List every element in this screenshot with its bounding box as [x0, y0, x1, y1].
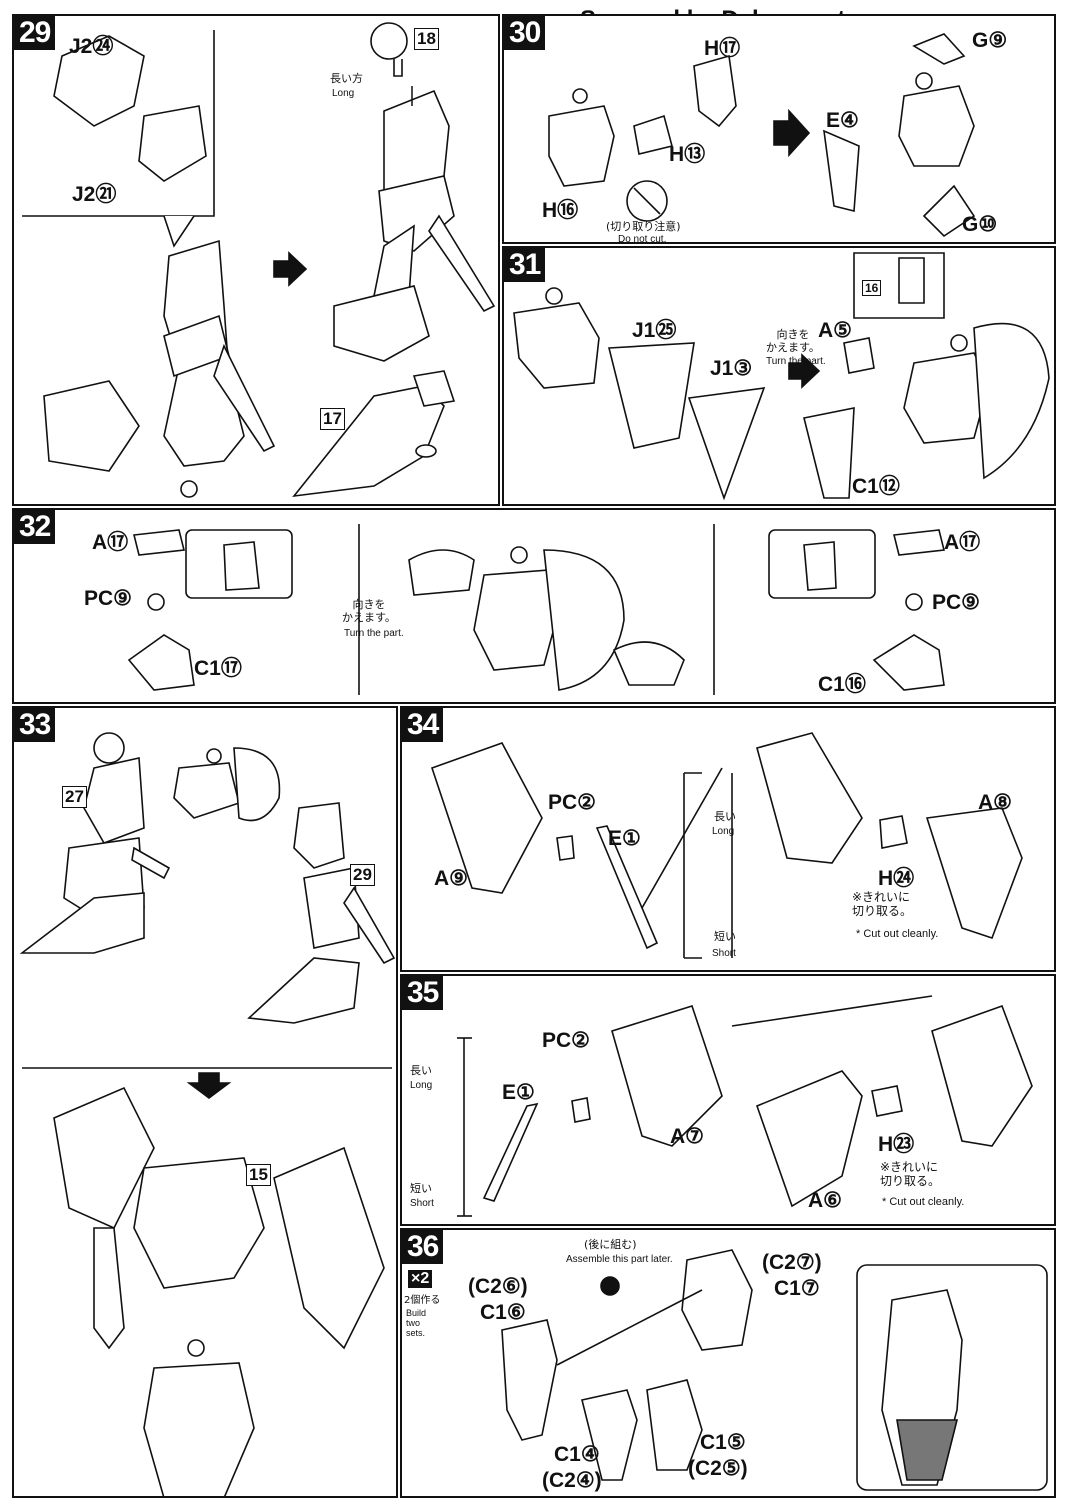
part-label-c1-5: C1⑤: [700, 1431, 746, 1454]
step-36-panel: 36 ×2 2個作る Build two sets. (後に組む) Assemb…: [400, 1228, 1056, 1498]
ref-step-18: 18: [414, 28, 439, 50]
turn-part-en: Turn the part.: [766, 356, 826, 367]
part-label-g9: G⑨: [972, 29, 1008, 52]
long-jp-34: 長い: [714, 810, 736, 823]
part-label-c2-7: (C2⑦): [762, 1251, 822, 1274]
step-32-illustration: [127, 524, 945, 695]
turn-part-jp-32: 向きを かえます。: [342, 598, 396, 624]
step-29-illustration: [22, 22, 496, 498]
part-label-a7: A⑦: [670, 1125, 704, 1148]
part-label-h24: H㉔: [878, 867, 915, 890]
part-label-h16: H⑯: [542, 199, 579, 222]
part-label-c1-16: C1⑯: [818, 673, 866, 696]
part-label-e1-34: E①: [608, 827, 641, 850]
part-label-e1-35: E①: [502, 1081, 535, 1104]
long-en-34: Long: [712, 826, 735, 837]
cut-caution-jp: (切り取り注意): [606, 220, 681, 233]
part-label-a17-right: A⑰: [944, 531, 981, 554]
step-33-panel: 33 27 29 15: [12, 706, 398, 1498]
ref-27: 27: [62, 786, 87, 808]
part-label-g10: G⑩: [962, 213, 998, 236]
part-label-a17-left: A⑰: [92, 531, 129, 554]
short-en-34: Short: [712, 948, 736, 959]
step-30-number: 30: [504, 16, 546, 50]
part-label-h17: H⑰: [704, 37, 741, 60]
long-en-35: Long: [410, 1080, 433, 1091]
part-label-c2-6: (C2⑥): [468, 1275, 528, 1298]
turn-part-jp: 向きを かえます。: [766, 328, 820, 354]
part-label-c1-7: C1⑦: [774, 1277, 820, 1300]
short-jp-35: 短い: [410, 1182, 432, 1195]
step-36-illustration: [501, 1249, 1048, 1491]
long-side-en: Long: [332, 88, 355, 99]
build-two-en: Build two sets.: [406, 1308, 427, 1338]
cut-cleanly-en-34: * Cut out cleanly.: [856, 928, 939, 940]
ref-29: 29: [350, 864, 375, 886]
cut-cleanly-en-35: * Cut out cleanly.: [882, 1196, 965, 1208]
part-label-pc9-right: PC⑨: [932, 591, 980, 614]
step-32-number: 32: [14, 510, 56, 544]
step-35-number: 35: [402, 976, 444, 1010]
long-side-jp: 長い方: [330, 72, 363, 85]
part-label-j2-24: J2㉔: [69, 35, 114, 58]
step-29-number: 29: [14, 16, 56, 50]
turn-part-en-32: Turn the part.: [344, 628, 404, 639]
part-label-j1-25: J1㉕: [632, 319, 677, 342]
part-label-a8: A⑧: [978, 791, 1012, 814]
ref-15: 15: [246, 1164, 271, 1186]
part-label-c2-4: (C2④): [542, 1469, 602, 1492]
assemble-later-jp: (後に組む): [584, 1238, 637, 1251]
part-label-c1-12: C1⑫: [852, 475, 900, 498]
part-label-c1-6: C1⑥: [480, 1301, 526, 1324]
short-en-35: Short: [410, 1198, 434, 1209]
step-31-number: 31: [504, 248, 546, 282]
part-label-a6: A⑥: [808, 1189, 842, 1212]
long-jp-35: 長い: [410, 1064, 432, 1077]
part-label-c2-5: (C2⑤): [688, 1457, 748, 1480]
step-35-panel: 35 PC② E① A⑦ A⑥ H㉓ 長い Long 短い Short ※きれい…: [400, 974, 1056, 1226]
build-two-jp: 2個作る: [404, 1295, 441, 1306]
step-32-panel: 32 A⑰ PC⑨ C1⑰ A⑰ PC⑨ C1⑯ 向きを かえます。 Turn …: [12, 508, 1056, 704]
build-two-badge: ×2: [408, 1270, 433, 1288]
step-29-panel: 29: [12, 14, 500, 506]
step-34-illustration: [430, 732, 1023, 959]
step-34-number: 34: [402, 708, 444, 742]
part-label-c1-17: C1⑰: [194, 657, 242, 680]
short-jp-34: 短い: [714, 930, 736, 943]
part-label-a9: A⑨: [434, 867, 468, 890]
cut-caution-en: Do not cut.: [618, 234, 667, 244]
part-label-e4: E④: [826, 109, 859, 132]
step-31-panel: 31 J1㉕ J1③ A⑤ C1⑫ 16 向きを かえます。 Turn the …: [502, 246, 1056, 506]
assemble-later-en: Assemble this part later.: [566, 1254, 673, 1265]
part-label-j1-3: J1③: [710, 357, 753, 380]
part-label-h13: H⑬: [669, 143, 706, 166]
part-label-pc2-34: PC②: [548, 791, 596, 814]
step-30-panel: 30 H⑰ H⑬ H⑯ E④ G⑨ G⑩ (切り取り注意) Do not cut…: [502, 14, 1056, 244]
part-label-h23: H㉓: [878, 1133, 915, 1156]
part-label-j2-21: J2㉑: [72, 183, 117, 206]
step-31-illustration: [513, 252, 1050, 501]
ref-step-17: 17: [320, 408, 345, 430]
step-35-illustration: [457, 995, 1033, 1217]
part-label-a5: A⑤: [818, 319, 852, 342]
part-label-pc9-left: PC⑨: [84, 587, 132, 610]
cut-cleanly-jp-34: ※きれいに 切り取る。: [852, 890, 913, 918]
part-label-pc2-35: PC②: [542, 1029, 590, 1052]
part-label-c1-4: C1④: [554, 1443, 600, 1466]
step-30-illustration: [548, 33, 976, 238]
ref-16: 16: [862, 280, 882, 296]
step-33-illustration: [19, 732, 396, 1496]
step-33-number: 33: [14, 708, 56, 742]
step-34-panel: 34 PC② E① A⑨ A⑧ H㉔ 長い Long 短い Short ※きれい…: [400, 706, 1056, 972]
step-36-number: 36: [402, 1230, 444, 1264]
cut-cleanly-jp-35: ※きれいに 切り取る。: [880, 1160, 941, 1188]
